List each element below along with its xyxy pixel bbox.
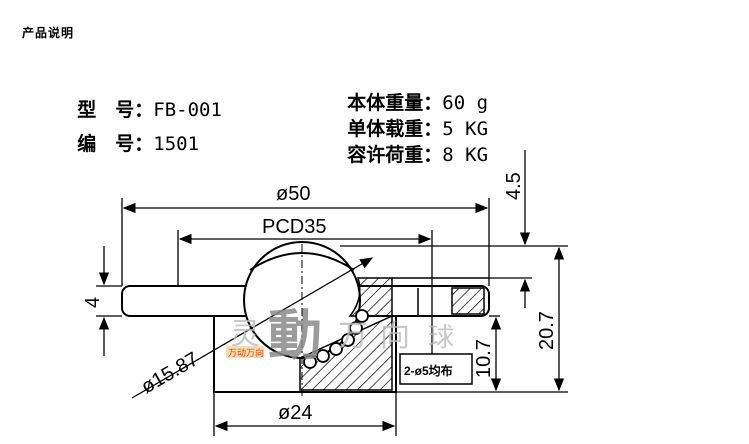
dim-d15: ø15.87 [138, 348, 203, 398]
bearing-balls [303, 309, 369, 369]
spec-unit-load: 单体载重：5 KG [334, 92, 488, 141]
dim-d24: ø24 [278, 402, 312, 424]
watermark-stamp: 万动万向 [228, 347, 264, 359]
hatch-flange-right [451, 287, 485, 315]
watermark-char-5: 球 [428, 323, 454, 353]
dim-holes: 2-ø5均布 [404, 363, 453, 378]
watermark-char-4: 向 [380, 319, 410, 354]
spec-allowable-load: 容许荷重：8 KG [334, 118, 488, 167]
dim-h107: 10.7 [473, 339, 495, 378]
dim-h207: 20.7 [536, 311, 558, 350]
dim-pcd: PCD35 [262, 216, 326, 238]
hatch-right-cap [348, 277, 393, 317]
spec-body-weight-label: 本体重量： [347, 92, 443, 114]
spec-model: 型 号：FB-001 [64, 73, 222, 122]
spec-unit-load-value: 5 KG [442, 118, 489, 140]
watermark: 灵 動 万 向 球 万动万向 [226, 303, 454, 367]
spec-number-value: 1501 [153, 133, 200, 155]
ball-cap [249, 252, 355, 271]
holes-note-box [399, 353, 473, 385]
spec-model-label: 型 号： [77, 99, 154, 121]
watermark-char-2: 動 [268, 303, 322, 367]
spec-number-label: 编 号： [77, 133, 154, 155]
product-description-title: 产品说明 [22, 26, 75, 40]
spec-number: 编 号：1501 [64, 107, 199, 156]
spec-allowable-load-value: 8 KG [442, 144, 489, 166]
dim-h45: 4.5 [503, 172, 525, 200]
spec-allowable-load-label: 容许荷重： [347, 144, 443, 166]
spec-model-value: FB-001 [153, 99, 222, 121]
spec-body-weight: 本体重量：60 g [334, 66, 488, 115]
watermark-char-3: 万 [338, 319, 368, 354]
spec-body-weight-value: 60 g [442, 92, 489, 114]
dim-d50: ø50 [276, 183, 310, 205]
spec-unit-load-label: 单体载重： [347, 118, 443, 140]
dim-h4: 4 [82, 297, 104, 308]
